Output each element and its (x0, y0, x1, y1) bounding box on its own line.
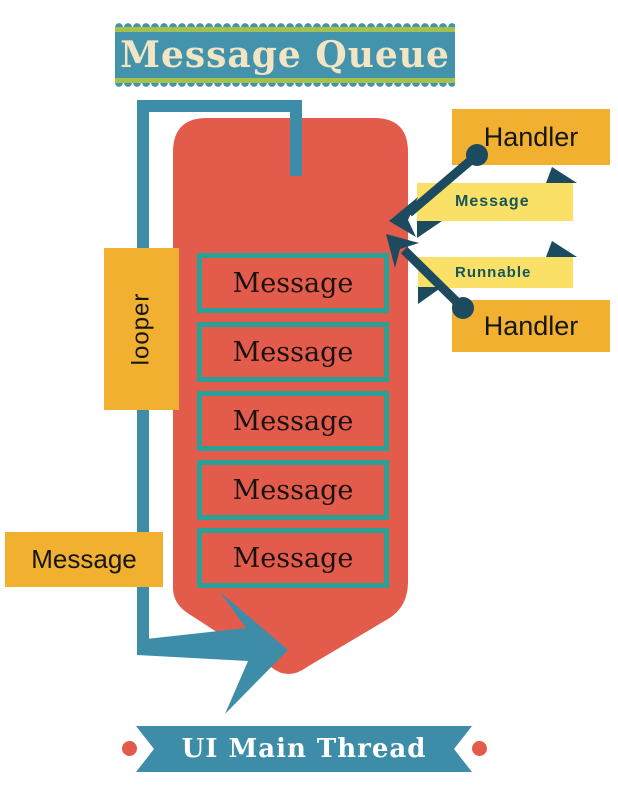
queue-message-slot: Message (197, 528, 389, 588)
runnable-ribbon-label: Runnable (455, 264, 532, 281)
ui-main-thread-label: UI Main Thread (181, 734, 427, 764)
footer-dot-left-icon (122, 741, 137, 756)
handler-bottom-box: Handler (452, 300, 610, 352)
page-title: Message Queue (120, 34, 450, 76)
message-ribbon-fold-top-icon (546, 167, 577, 183)
banner-scallop-bottom (115, 83, 455, 92)
banner-scallop-top (115, 18, 455, 27)
ui-main-thread-ribbon: UI Main Thread (136, 726, 472, 772)
looper-label-box: looper (104, 248, 179, 410)
outgoing-message-box: Message (5, 532, 163, 587)
message-ribbon-label: Message (455, 193, 530, 210)
handler-top-arrowhead-icon (389, 197, 418, 237)
queue-message-label: Message (232, 405, 354, 437)
queue-message-label: Message (232, 336, 354, 368)
queue-message-slot: Message (197, 253, 389, 313)
queue-message-label: Message (232, 542, 354, 574)
queue-message-slot: Message (197, 460, 389, 520)
queue-message-slot: Message (197, 391, 389, 451)
queue-message-slot: Message (197, 322, 389, 382)
queue-message-label: Message (232, 474, 354, 506)
footer-dot-right-icon (472, 741, 487, 756)
looper-label: looper (127, 292, 155, 366)
runnable-ribbon: Runnable (418, 257, 573, 288)
title-banner: Message Queue (115, 27, 455, 83)
queue-message-label: Message (232, 267, 354, 299)
runnable-ribbon-fold-top-icon (546, 241, 577, 257)
handler-bottom-arrowhead-icon (386, 234, 419, 268)
handler-top-label: Handler (483, 121, 579, 152)
handler-bottom-label: Handler (483, 310, 579, 341)
outgoing-message-label: Message (31, 544, 137, 574)
loop-return-arrow (137, 592, 288, 714)
handler-top-box: Handler (452, 109, 610, 165)
runnable-ribbon-fold-bottom-icon (418, 287, 442, 304)
message-ribbon-fold-bottom-icon (417, 221, 442, 238)
message-ribbon: Message (417, 183, 573, 221)
